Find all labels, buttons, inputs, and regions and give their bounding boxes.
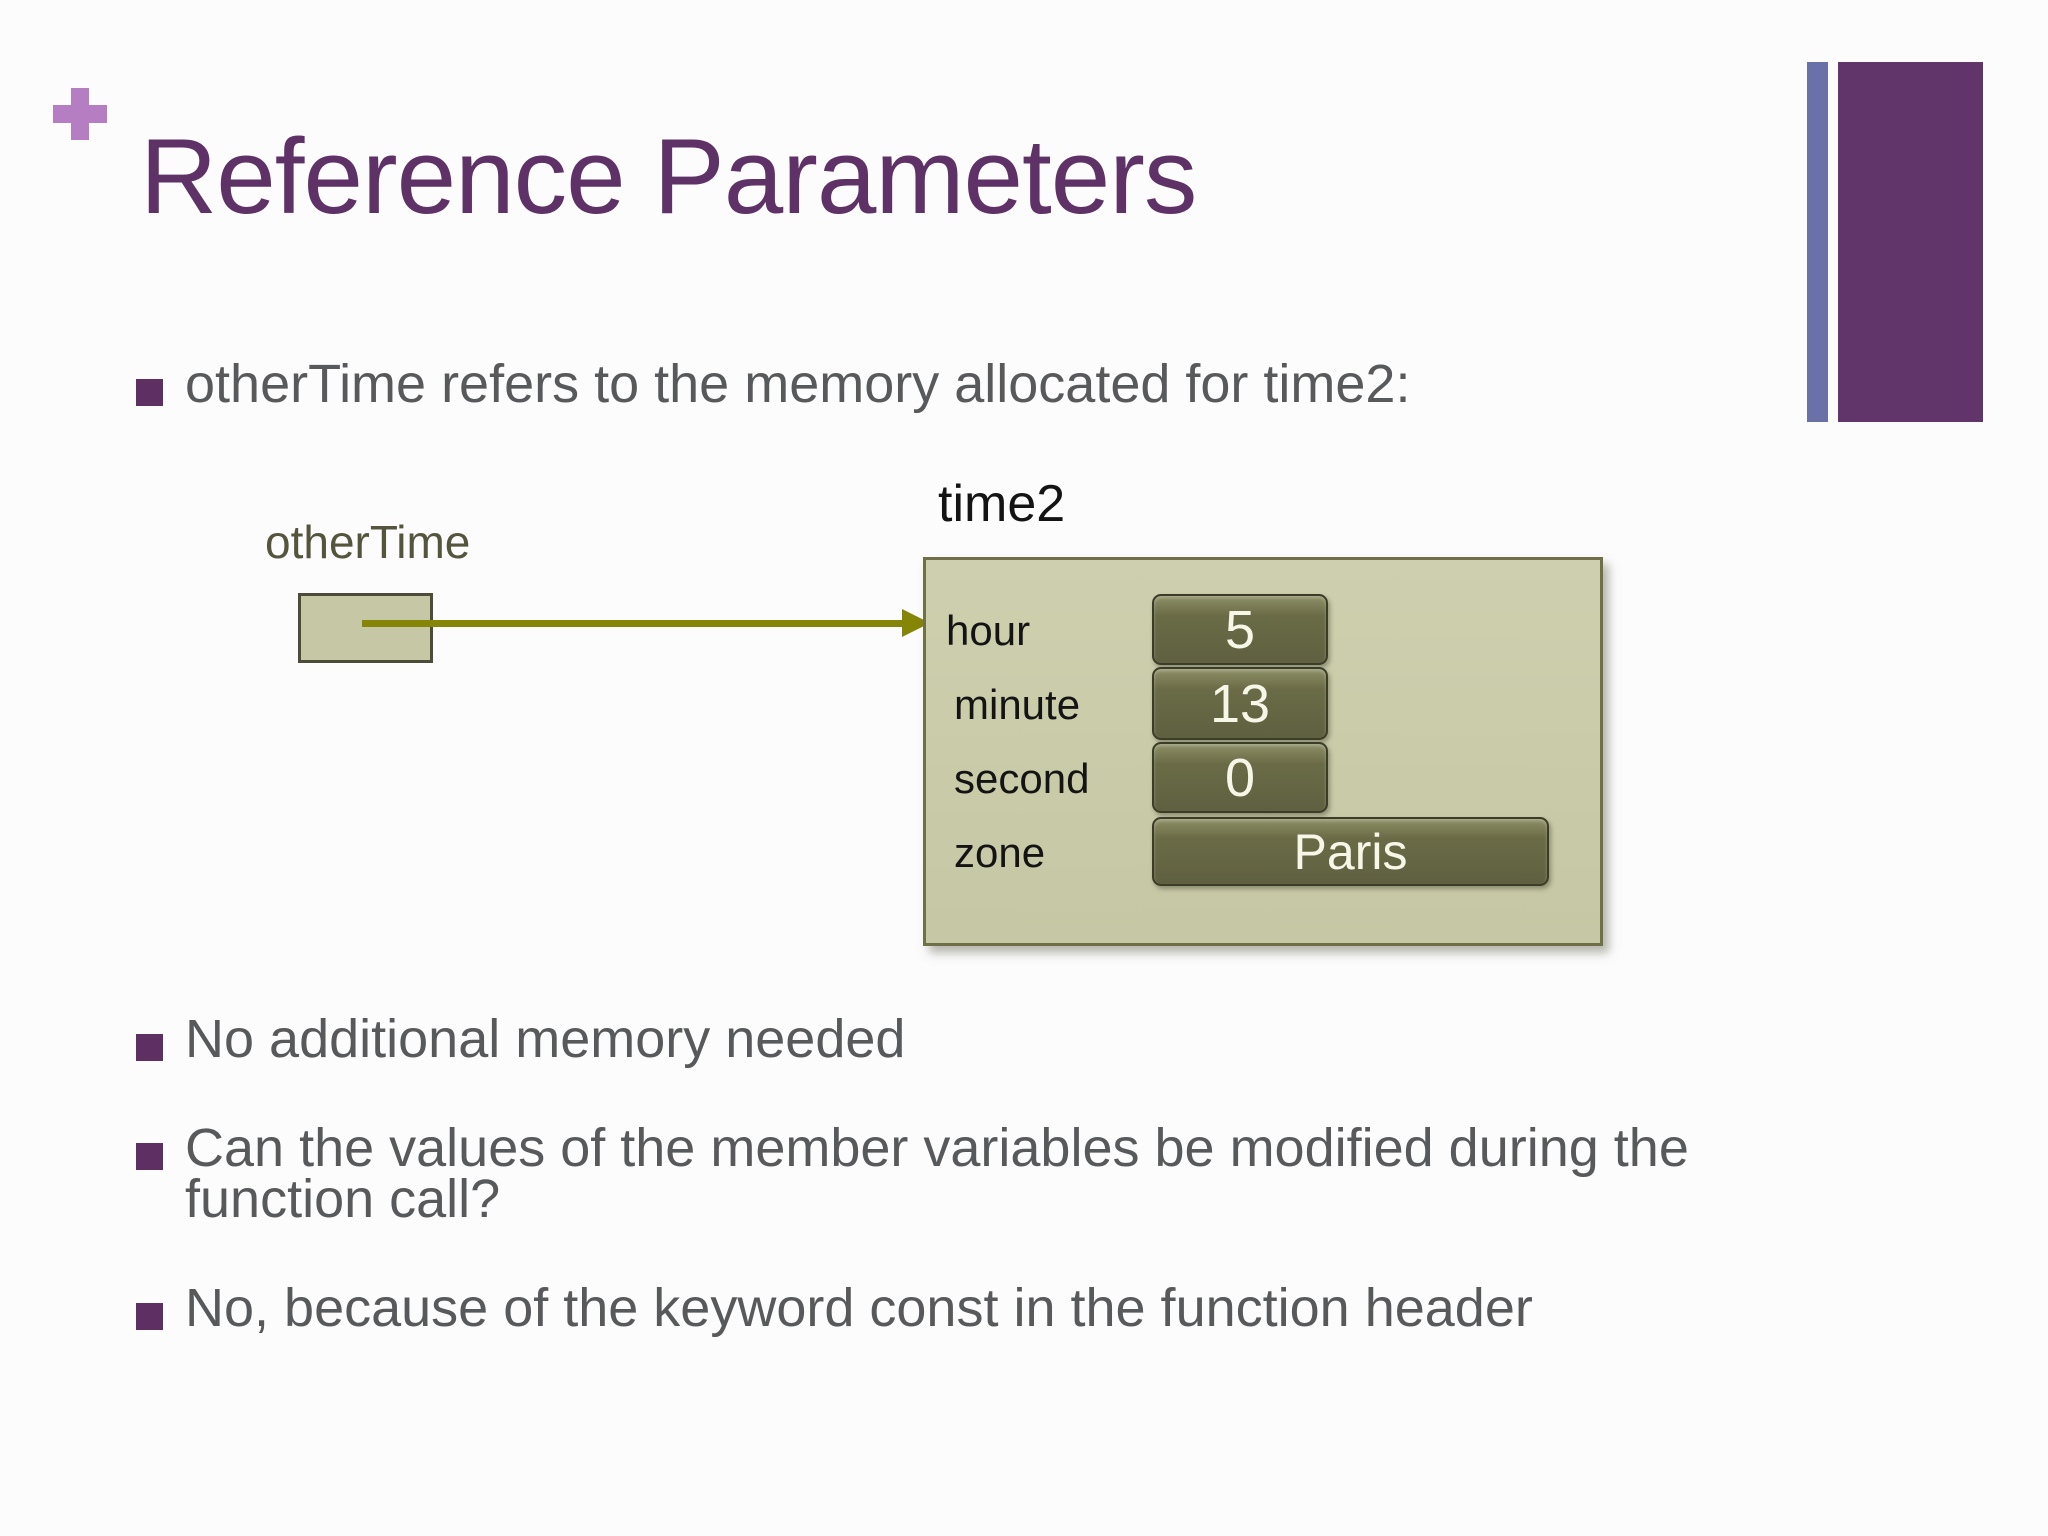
accent-bar-thick xyxy=(1838,62,1983,422)
bullet-text: No additional memory needed xyxy=(185,1009,906,1069)
object-memory-box: hour minute second zone 5 13 0 Paris xyxy=(923,557,1603,946)
bullet-item: No additional memory needed xyxy=(136,1009,906,1069)
field-name: hour xyxy=(946,606,1031,654)
object-label: time2 xyxy=(938,475,1066,533)
bullet-text: otherTime refers to the memory allocated… xyxy=(185,354,1411,414)
field-value-box: 0 xyxy=(1152,742,1328,813)
field-name: zone xyxy=(954,828,1046,876)
bullet-text: Can the values of the member variables b… xyxy=(185,1118,1689,1229)
bullet-item: No, because of the keyword const in the … xyxy=(136,1278,1533,1338)
accent-bar-thin xyxy=(1807,62,1828,422)
field-name: second xyxy=(954,754,1090,802)
field-value-box: 5 xyxy=(1152,594,1328,665)
reference-arrow xyxy=(362,620,904,627)
bullet-marker-icon xyxy=(136,1143,163,1170)
slide-title: Reference Parameters xyxy=(140,116,1197,236)
bullet-marker-icon xyxy=(136,379,163,406)
field-name: minute xyxy=(954,680,1081,728)
pointer-variable-box xyxy=(298,593,433,663)
field-value-box: 13 xyxy=(1152,667,1328,740)
plus-icon xyxy=(53,88,107,140)
bullet-text: No, because of the keyword const in the … xyxy=(185,1278,1533,1338)
field-value-box: Paris xyxy=(1152,817,1549,886)
pointer-variable-label: otherTime xyxy=(265,516,471,568)
bullet-item: Can the values of the member variables b… xyxy=(136,1118,1689,1229)
bullet-item: otherTime refers to the memory allocated… xyxy=(136,354,1411,414)
bullet-marker-icon xyxy=(136,1303,163,1330)
bullet-marker-icon xyxy=(136,1034,163,1061)
